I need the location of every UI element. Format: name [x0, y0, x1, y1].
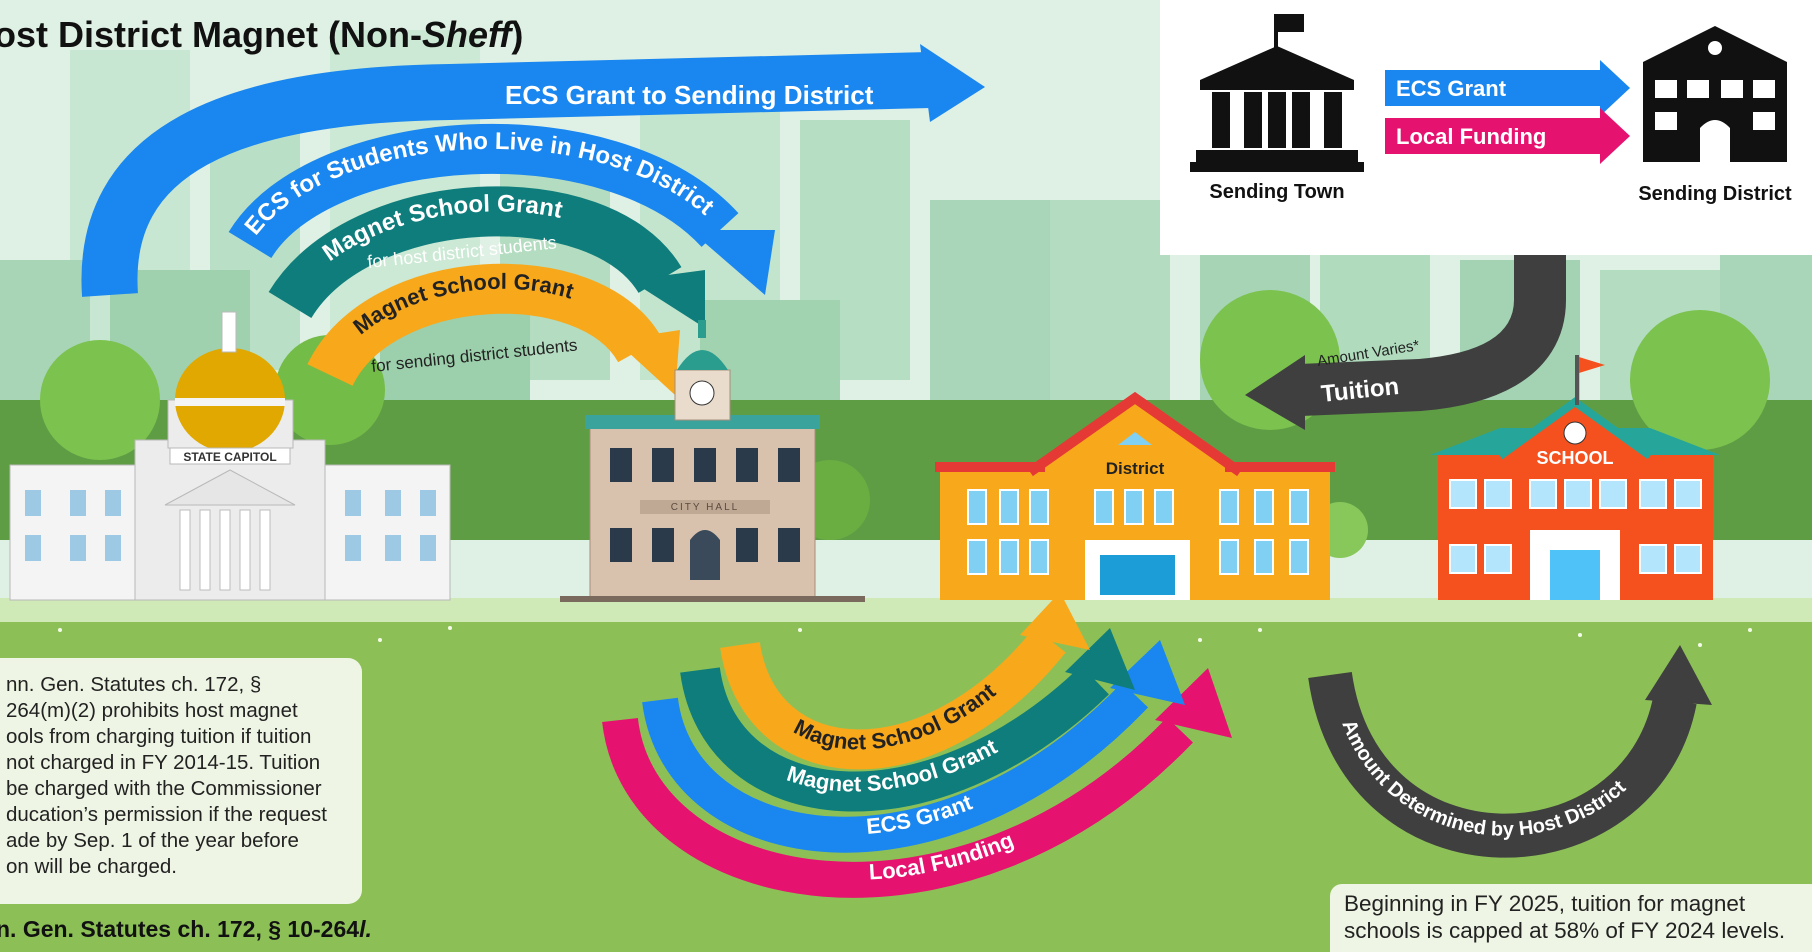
- arrow-ecs-to-sending-label: ECS Grant to Sending District: [505, 80, 874, 110]
- statute-note-line: ducation’s permission if the request: [6, 803, 327, 826]
- state-capitol-building: STATE CAPITOL: [9, 311, 451, 601]
- state-capitol-label: STATE CAPITOL: [183, 450, 276, 464]
- statute-citation: n. Gen. Statutes ch. 172, § 10-264l.: [0, 916, 372, 942]
- legend-ecs-arrow: ECS Grant: [1385, 60, 1630, 116]
- tuition-cap-line-1: Beginning in FY 2025, tuition for magnet: [1344, 891, 1746, 916]
- tuition-cap-line-2: schools is capped at 58% of FY 2024 leve…: [1344, 918, 1786, 943]
- grass-dots: [58, 626, 1752, 647]
- school-building: SCHOOL: [1430, 355, 1720, 600]
- sending-district-label: Sending District: [1638, 183, 1792, 205]
- statute-note-line: be charged with the Commissioner: [6, 777, 322, 800]
- school-house-icon: [1643, 26, 1787, 162]
- page-title: ost District Magnet (Non-Sheff): [0, 14, 524, 55]
- school-label: SCHOOL: [1536, 448, 1613, 468]
- tuition-cap-note: Beginning in FY 2025, tuition for magnet…: [1330, 884, 1812, 952]
- statute-note: nn. Gen. Statutes ch. 172, § 264(m)(2) p…: [0, 658, 362, 904]
- legend-ecs-label: ECS Grant: [1396, 76, 1507, 101]
- city-hall-label: CITY HALL: [671, 502, 739, 513]
- town-hall-icon: [1190, 14, 1364, 172]
- district-label: District: [1106, 459, 1165, 478]
- legend-local-label: Local Funding: [1396, 124, 1546, 149]
- legend-graphic: Sending Town ECS Grant Local Funding S: [1190, 14, 1792, 205]
- statute-note-line: on will be charged.: [6, 855, 177, 878]
- sidewalk: [0, 598, 1812, 622]
- city-hall-building: CITY HALL: [560, 320, 865, 602]
- arrow-ecs-to-sending: ECS Grant to Sending District: [81, 44, 985, 297]
- statute-note-line: 264(m)(2) prohibits host magnet: [6, 699, 298, 722]
- legend-local-arrow: Local Funding: [1385, 108, 1630, 164]
- sending-town-label: Sending Town: [1209, 181, 1344, 203]
- legend-panel: Sending Town ECS Grant Local Funding S: [1160, 0, 1812, 255]
- statute-note-line: ools from charging tuition if tuition: [6, 725, 312, 748]
- statute-note-line: not charged in FY 2014-15. Tuition: [6, 751, 321, 774]
- statute-note-line: ade by Sep. 1 of the year before: [6, 829, 299, 852]
- statute-note-line: nn. Gen. Statutes ch. 172, §: [6, 673, 262, 696]
- district-building: District: [935, 391, 1335, 600]
